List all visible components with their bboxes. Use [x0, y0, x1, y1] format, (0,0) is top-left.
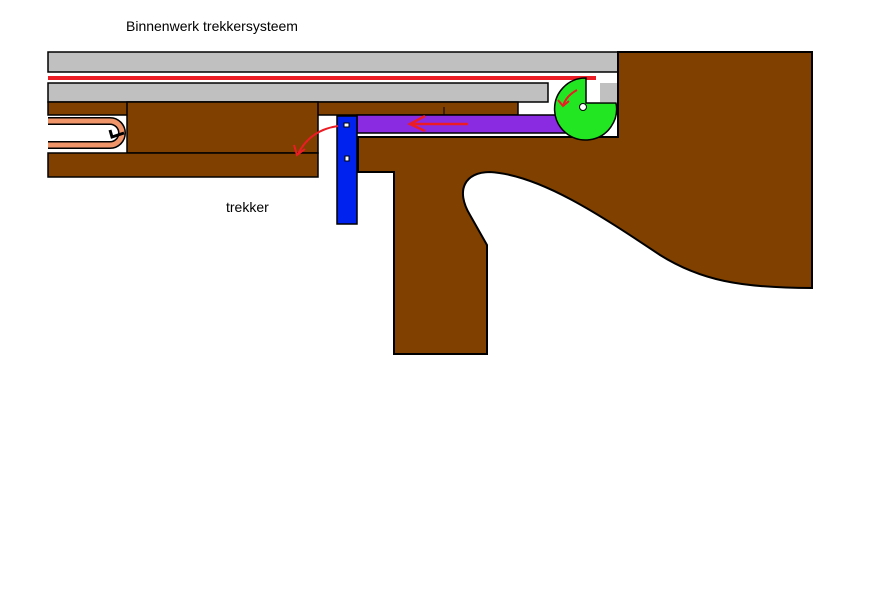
diagram-title: Binnenwerk trekkersysteem — [126, 18, 298, 34]
trigger-label: trekker — [226, 199, 269, 215]
barrel-lower-right — [600, 83, 618, 102]
slide-arrow — [407, 114, 468, 133]
barrel-upper — [47, 51, 619, 73]
trigger-pin-2 — [344, 155, 350, 162]
wheel-arrow — [557, 89, 578, 108]
stock — [357, 51, 813, 355]
forend-bottom — [47, 152, 319, 178]
trigger — [336, 115, 358, 225]
barrel-lower — [47, 82, 549, 103]
trigger-pin-1 — [343, 122, 350, 128]
wheel-pivot — [579, 103, 587, 111]
forend-block — [126, 101, 319, 154]
spring-hook — [108, 129, 125, 139]
trigger-arrow — [293, 125, 339, 157]
